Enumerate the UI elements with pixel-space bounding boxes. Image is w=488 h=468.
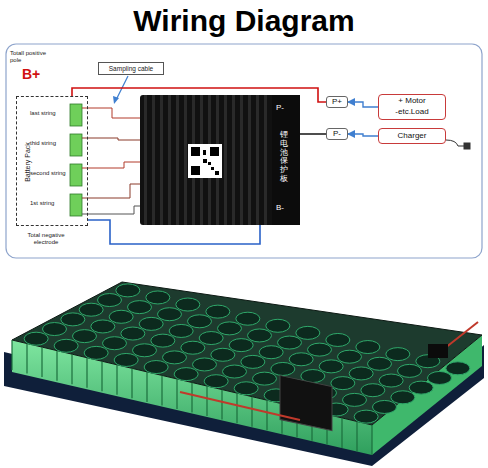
wire-connector [300, 133, 326, 135]
battery-pack-box: Battery Pack [16, 96, 88, 226]
plug-icon [446, 140, 470, 149]
callout-box: Sampling cable [98, 62, 164, 75]
part-label: B+ [22, 66, 52, 82]
part-label: 1st string [30, 200, 70, 206]
load-box: + Motor-etc.Load [378, 94, 446, 120]
wire-connector [72, 88, 326, 102]
node-text: Sampling cable [99, 63, 163, 74]
leader-line [113, 76, 128, 104]
node-text: P+ [327, 97, 347, 107]
terminal: P- [326, 128, 348, 140]
diagram-title: Wiring Diagram [0, 4, 488, 38]
node-text: Battery Pack [23, 107, 33, 217]
bms-board [140, 95, 300, 225]
node-text: Charger [379, 129, 445, 143]
node-text: + Motor [379, 95, 445, 106]
bms-board: 锂电池保护板 P- B- [140, 95, 300, 225]
sampling-wires [82, 108, 140, 214]
node-text: P- [276, 103, 284, 112]
node-text: -etc.Load [379, 106, 445, 117]
part-label: thid string [30, 140, 70, 146]
wire-connector [348, 134, 378, 136]
charger-box: Charger [378, 128, 446, 144]
node-text: 锂电池保护板 [280, 131, 288, 184]
part-label: Total negative electrode [16, 232, 76, 246]
terminal: P+ [326, 96, 348, 108]
part-label: last string [30, 110, 70, 116]
battery-cells [70, 104, 82, 216]
part-label: second string [30, 170, 70, 176]
wire-connector [348, 102, 378, 107]
node-text: B- [276, 203, 284, 212]
battery-pack-render [4, 282, 484, 466]
panel [6, 44, 482, 258]
node-text: P- [327, 129, 347, 139]
wire-connector [88, 220, 260, 244]
part-label: Totall positive pole [10, 50, 56, 64]
